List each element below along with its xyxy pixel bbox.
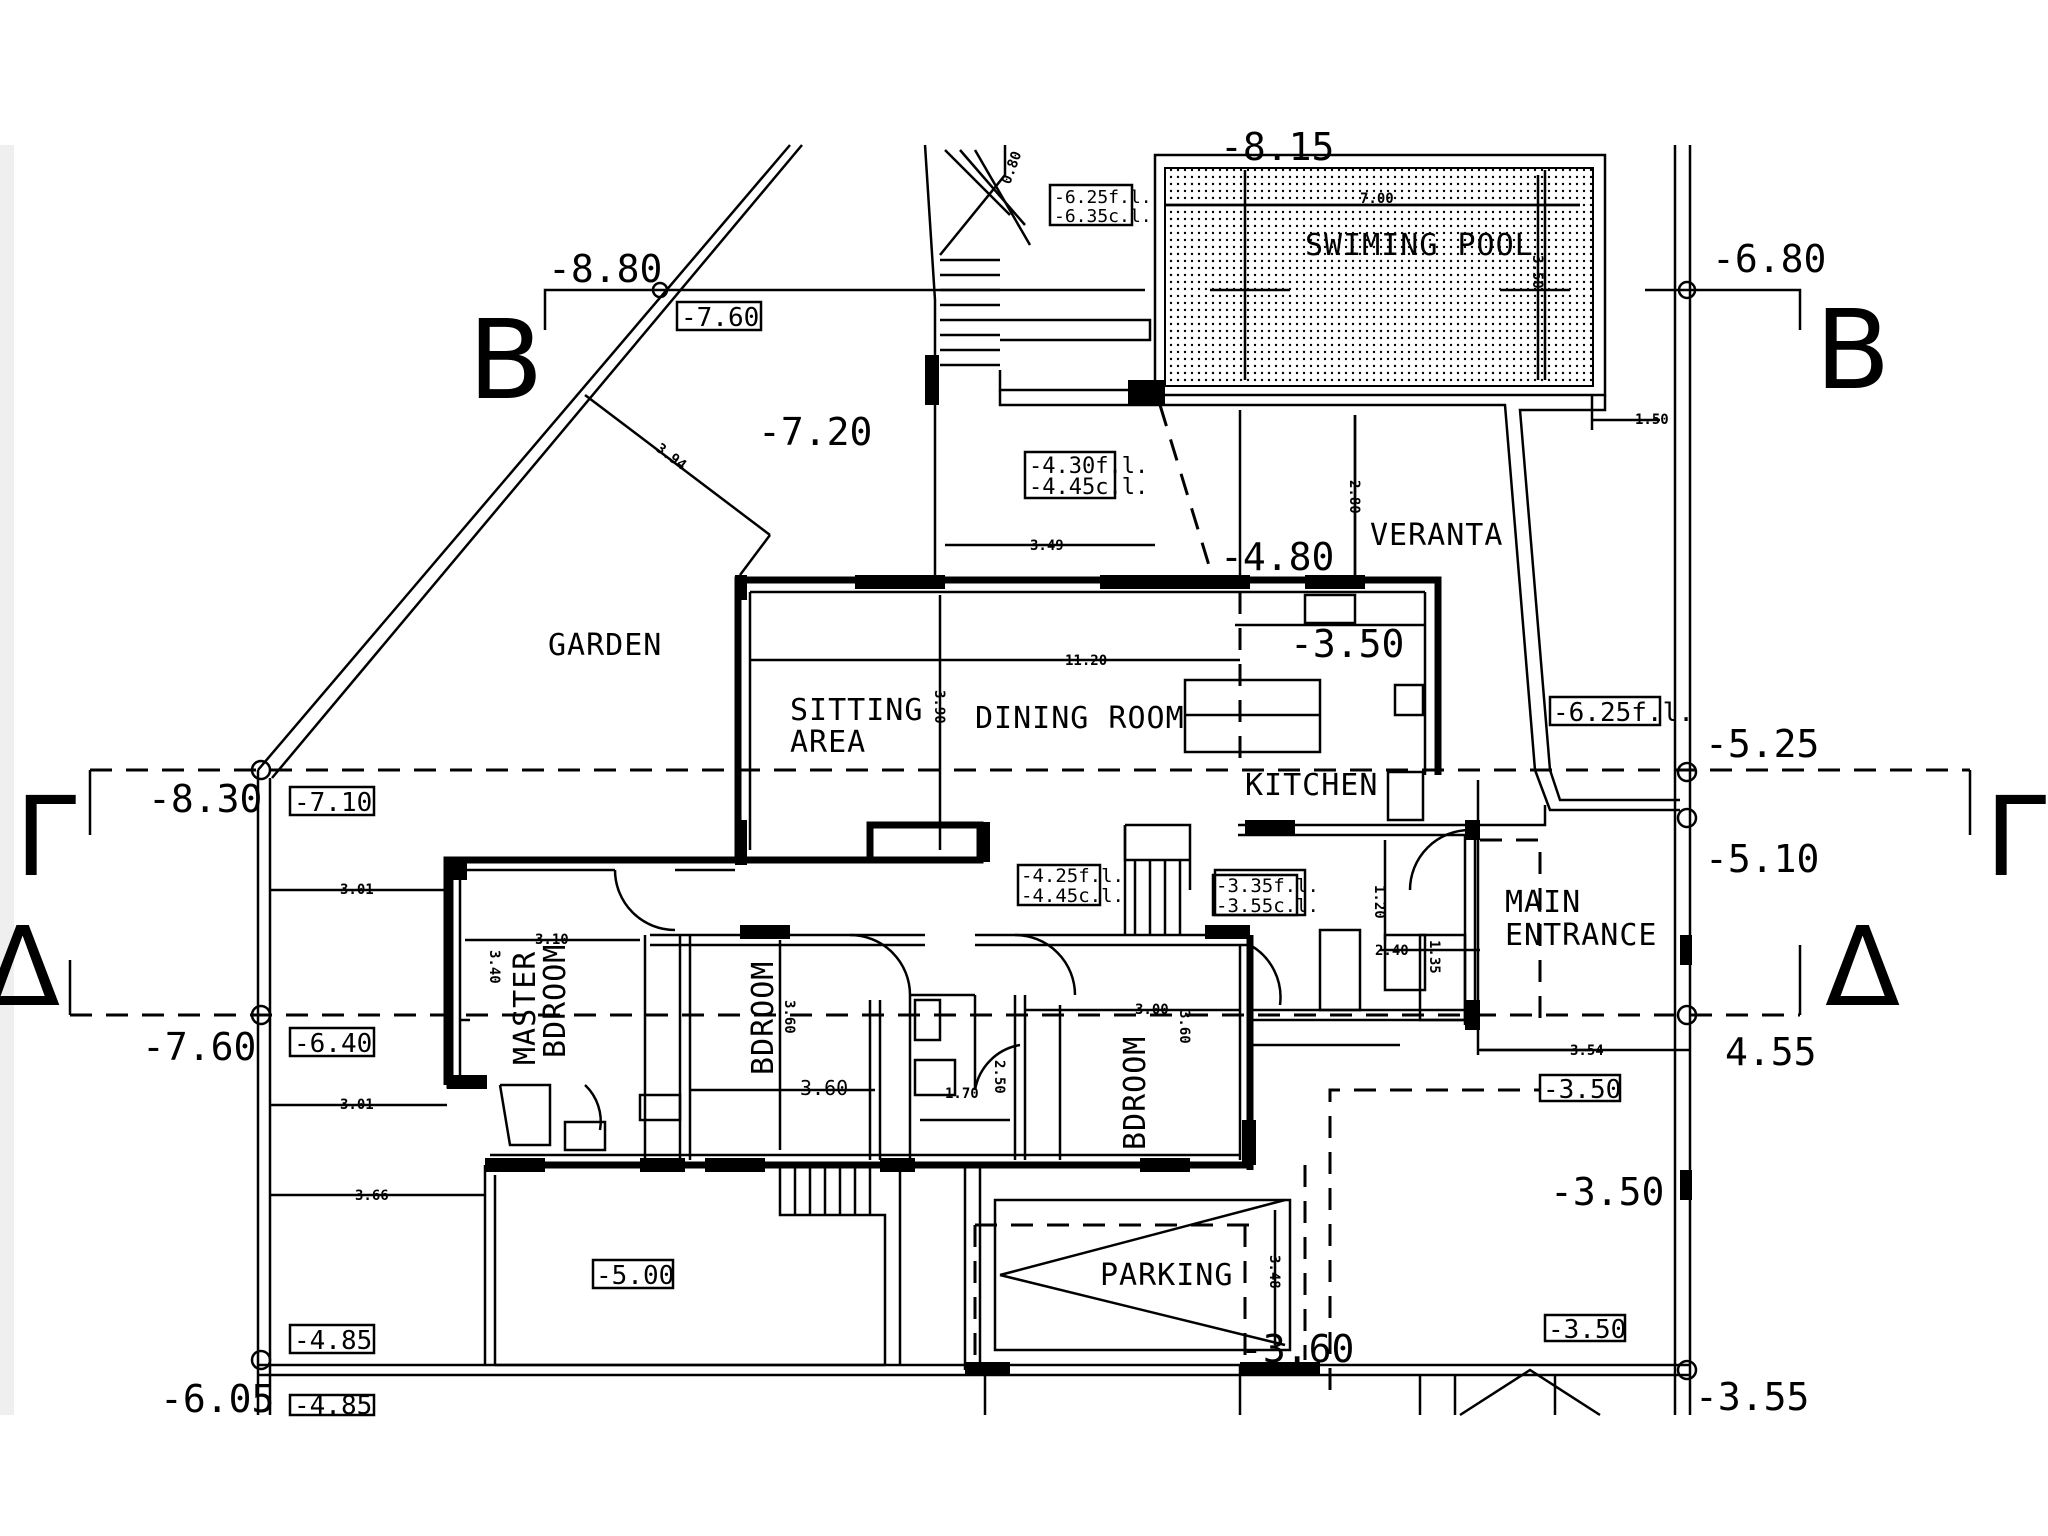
- level-label: 4.55: [1725, 1030, 1817, 1074]
- level-label: -7.60: [142, 1025, 256, 1069]
- section-mark-b-left: B: [468, 296, 543, 424]
- dimension-label: 3.50: [1529, 255, 1545, 289]
- section-mark-gamma-right: Γ: [1985, 773, 2046, 901]
- dimension-label: 1.35: [1426, 940, 1442, 974]
- section-lines: [68, 288, 1972, 1017]
- stair-top: [923, 144, 1152, 580]
- dimension-label: 2.40: [1375, 943, 1409, 959]
- room-main-entrance-line2: ENTRANCE: [1505, 918, 1658, 953]
- room-swimming-pool: SWIMING POOL: [1305, 228, 1534, 263]
- level-label: -6.80: [1712, 237, 1826, 281]
- section-mark-b-right: B: [1815, 286, 1890, 414]
- dining-ceiling-level: -4.45c.l.: [1029, 475, 1148, 500]
- level-label: -6.05: [160, 1377, 274, 1421]
- dimension-label: 3.48: [1266, 1255, 1282, 1289]
- dimension-label: 1.50: [1635, 412, 1669, 428]
- room-parking: PARKING: [1100, 1258, 1233, 1293]
- level-label: -8.15: [1220, 125, 1334, 169]
- room-veranta: VERANTA: [1370, 518, 1503, 553]
- dining-floor-level: -4.30f.l.: [1029, 454, 1148, 479]
- dimension-label: 3.66: [355, 1188, 389, 1204]
- dimension-label: 3.00: [1135, 1002, 1169, 1018]
- level-label: -8.30: [148, 777, 262, 821]
- dimension-label: 7.00: [1360, 191, 1394, 207]
- wc-ceiling-level: -3.55c.l.: [1216, 895, 1319, 917]
- boxed-level: -6.25f.l.: [1553, 698, 1694, 728]
- room-master-line2: BDROOM: [538, 944, 573, 1058]
- level-label: -3.60: [1240, 1327, 1354, 1371]
- dimension-label: 3.40: [486, 950, 502, 984]
- boxed-level: -5.00: [596, 1261, 674, 1291]
- room-bedroom-3: BDROOM: [1118, 1036, 1153, 1150]
- section-mark-delta-left: Δ: [0, 903, 60, 1031]
- level-label: -3.50: [1290, 622, 1404, 666]
- dimension-label: 3.54: [1570, 1043, 1604, 1059]
- garden-dimension: [584, 394, 771, 576]
- level-label: -3.50: [1550, 1170, 1664, 1214]
- level-label: -3.55: [1695, 1375, 1809, 1419]
- dimension-label: 3.49: [1030, 538, 1064, 554]
- dimension-label: 3.60: [1176, 1010, 1192, 1044]
- level-label: -5.10: [1705, 837, 1819, 881]
- level-labels: -8.15 -8.80 -6.80 -7.20 -4.80 -3.50 -5.2…: [142, 125, 1826, 1421]
- dimension-label: 2.50: [991, 1060, 1007, 1094]
- level-label: -7.20: [758, 410, 872, 454]
- dimension-label: 3.01: [340, 1097, 374, 1113]
- boxed-level: -7.60: [681, 303, 759, 333]
- dimension-label: 3.90: [931, 690, 947, 724]
- room-kitchen: KITCHEN: [1245, 768, 1378, 803]
- dimension-label: 3.60: [781, 1000, 797, 1034]
- dimension-label: 1.70: [945, 1086, 979, 1102]
- dimension-label: 3.10: [535, 932, 569, 948]
- boxed-level: -3.50: [1548, 1315, 1626, 1345]
- room-master-line1: MASTER: [508, 951, 543, 1065]
- room-sitting-area-line2: AREA: [790, 725, 866, 760]
- boxed-level: -4.85: [294, 1326, 372, 1356]
- room-dining-room: DINING ROOM: [975, 701, 1185, 736]
- level-label: -5.25: [1705, 722, 1819, 766]
- dimension-label: 2.80: [1346, 480, 1362, 514]
- room-sitting-area-line1: SITTING: [790, 693, 923, 728]
- hall-ceiling-level: -4.45c.l.: [1021, 885, 1124, 907]
- wc-floor-level: -3.35f.l.: [1216, 875, 1319, 897]
- room-main-entrance-line1: MAIN: [1505, 885, 1581, 920]
- boxed-level: -4.85: [294, 1391, 372, 1421]
- stair-floor-level: -6.25f.l.: [1054, 187, 1152, 208]
- room-garden: GARDEN: [548, 628, 662, 663]
- room-bedroom-2: BDROOM: [746, 961, 781, 1075]
- boxed-level: -3.50: [1543, 1075, 1621, 1105]
- hall-floor-level: -4.25f.l.: [1021, 865, 1124, 887]
- room-labels: SWIMING POOL VERANTA GARDEN SITTING AREA…: [508, 228, 1658, 1293]
- boxed-level: -6.40: [294, 1029, 372, 1059]
- dimension-label: 1.20: [1371, 885, 1387, 919]
- dimension-lines: [270, 203, 1690, 1345]
- stair-ceiling-level: -6.35c.l.: [1054, 206, 1152, 227]
- dimension-label: 3.01: [340, 882, 374, 898]
- building-walls: [443, 575, 1692, 1417]
- level-label: -4.80: [1220, 535, 1334, 579]
- level-label: -8.80: [548, 247, 662, 291]
- dimension-label: 11.20: [1065, 653, 1107, 669]
- boxed-levels: -7.60 -7.10 -6.40 -4.85 -4.85 -5.00 -3.5…: [288, 183, 1694, 1421]
- dimension-labels: 7.00 3.50 0.80 1.50 3.94 3.49 2.80 11.20…: [340, 149, 1669, 1289]
- dimension-label: 3.60: [800, 1076, 848, 1100]
- dimension-label: 0.80: [999, 149, 1026, 186]
- section-mark-delta-right: Δ: [1825, 903, 1900, 1031]
- boxed-level: -7.10: [294, 788, 372, 818]
- section-mark-gamma-left: Γ: [15, 773, 76, 901]
